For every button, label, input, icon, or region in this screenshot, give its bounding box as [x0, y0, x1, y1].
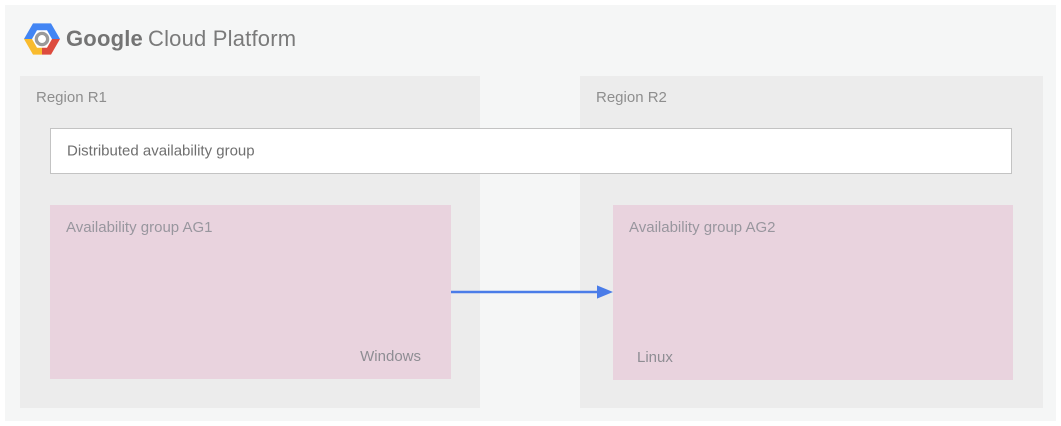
availability-group-ag1-box: Availability group AG1 Windows: [50, 205, 451, 379]
replication-arrow: [451, 285, 613, 299]
availability-group-ag2-box: Availability group AG2 Linux: [613, 205, 1013, 380]
region-r1-label: Region R1: [36, 89, 107, 106]
os-label-windows: Windows: [360, 348, 421, 365]
brand-suffix: Cloud Platform: [147, 26, 297, 51]
region-r2-panel: Region R2 Availability group AG2 Linux: [580, 76, 1043, 408]
distributed-availability-group-label: Distributed availability group: [67, 142, 255, 160]
availability-group-ag1-label: Availability group AG1: [66, 219, 213, 236]
region-r2-label: Region R2: [596, 89, 667, 106]
availability-group-ag2-label: Availability group AG2: [629, 219, 776, 236]
google-cloud-platform-logo-icon: [24, 23, 60, 55]
region-r1-panel: Region R1 Availability group AG1 Windows: [20, 76, 480, 408]
distributed-availability-group-box: Distributed availability group: [50, 128, 1012, 174]
os-label-linux: Linux: [637, 349, 673, 366]
brand-google: Google: [66, 26, 143, 51]
